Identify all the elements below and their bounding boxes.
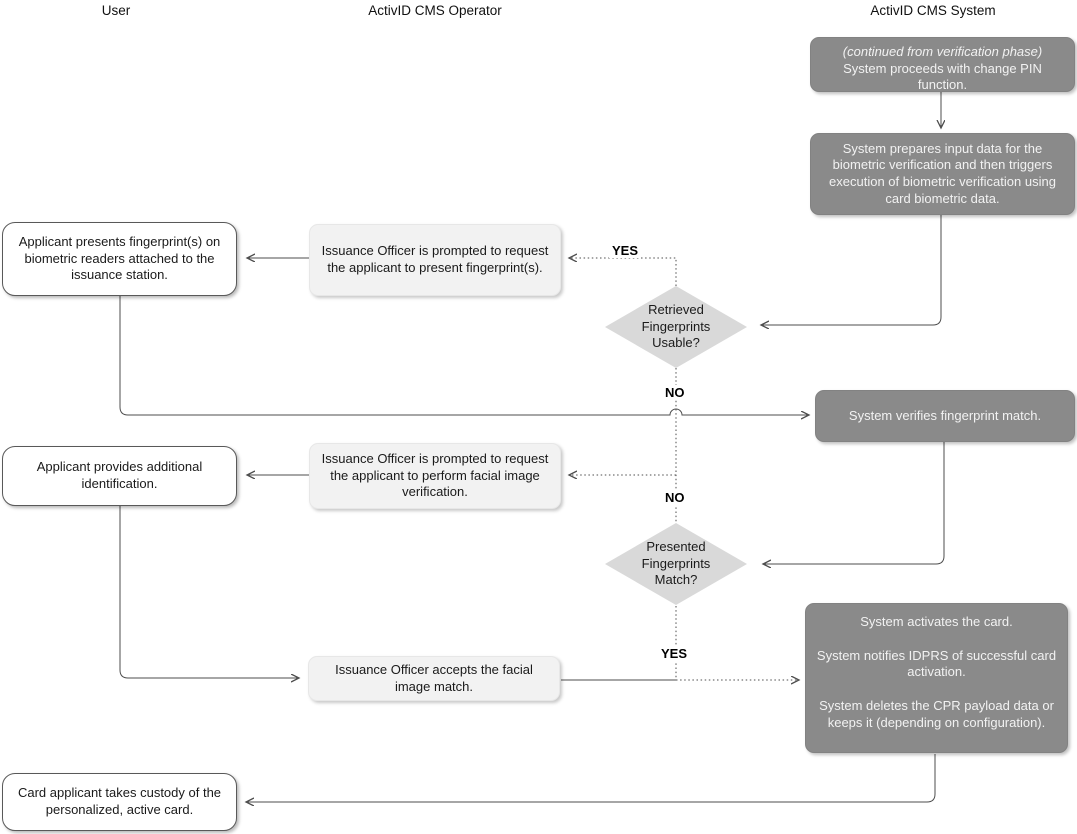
node-system-prepares-text: System prepares input data for the biome…: [829, 140, 1056, 206]
node-user-takes-custody: Card applicant takes custody of the pers…: [2, 773, 237, 831]
decision-presented-text: Presented Fingerprints Match?: [641, 539, 711, 588]
node-operator-accepts-facial-text: Issuance Officer accepts the facial imag…: [335, 661, 533, 694]
node-system-activates-p3: System deletes the CPR payload data or k…: [819, 697, 1054, 730]
node-operator-accepts-facial: Issuance Officer accepts the facial imag…: [308, 656, 560, 701]
edge-label-yes-presented: YES: [658, 646, 691, 661]
edge-user1-to-sys-verifies: [119, 296, 809, 415]
node-system-verifies-text: System verifies fingerprint match.: [848, 407, 1042, 423]
node-system-verifies-match: System verifies fingerprint match.: [815, 390, 1075, 442]
node-operator-prompt-facial: Issuance Officer is prompted to request …: [309, 443, 561, 509]
node-user-presents-fingerprints: Applicant presents fingerprint(s) on bio…: [2, 222, 237, 296]
node-operator-prompt-fingerprints-text: Issuance Officer is prompted to request …: [321, 243, 549, 275]
node-user-additional-identification: Applicant provides additional identifica…: [2, 446, 237, 506]
node-operator-prompt-fingerprints: Issuance Officer is prompted to request …: [309, 224, 561, 296]
lane-header-user: User: [101, 3, 131, 18]
edge-prepares-to-decision1: [761, 215, 942, 325]
edge-label-no-presented: NO: [662, 490, 688, 505]
edge-user2-to-op3: [119, 506, 299, 678]
node-user-additional-text: Applicant provides additional identifica…: [36, 459, 203, 491]
edge-decision1-yes-to-op1: [569, 258, 677, 286]
edge-sys-verifies-to-decision2: [763, 442, 945, 564]
node-system-activates-p2: System notifies IDPRS of successful card…: [816, 647, 1057, 680]
node-system-continued-note: (continued from verification phase): [842, 44, 1043, 59]
edge-label-yes-retrieved: YES: [609, 243, 642, 258]
node-operator-prompt-facial-text: Issuance Officer is prompted to request …: [321, 451, 549, 500]
node-user-custody-text: Card applicant takes custody of the pers…: [17, 785, 222, 817]
node-system-continued: (continued from verification phase) Syst…: [810, 37, 1075, 92]
node-system-continued-text: System proceeds with change PIN function…: [843, 60, 1042, 93]
lane-header-operator: ActivID CMS Operator: [368, 3, 502, 18]
node-user-presents-text: Applicant presents fingerprint(s) on bio…: [18, 234, 221, 283]
edge-sys-activates-to-user3: [246, 754, 936, 802]
lane-header-system: ActivID CMS System: [870, 3, 996, 18]
node-system-activates-p1: System activates the card.: [860, 614, 1013, 629]
node-system-prepares: System prepares input data for the biome…: [810, 133, 1075, 215]
decision-retrieved-text: Retrieved Fingerprints Usable?: [641, 302, 711, 351]
edge-label-no-retrieved: NO: [662, 385, 688, 400]
node-system-activates-card: System activates the card. System notifi…: [805, 603, 1068, 753]
